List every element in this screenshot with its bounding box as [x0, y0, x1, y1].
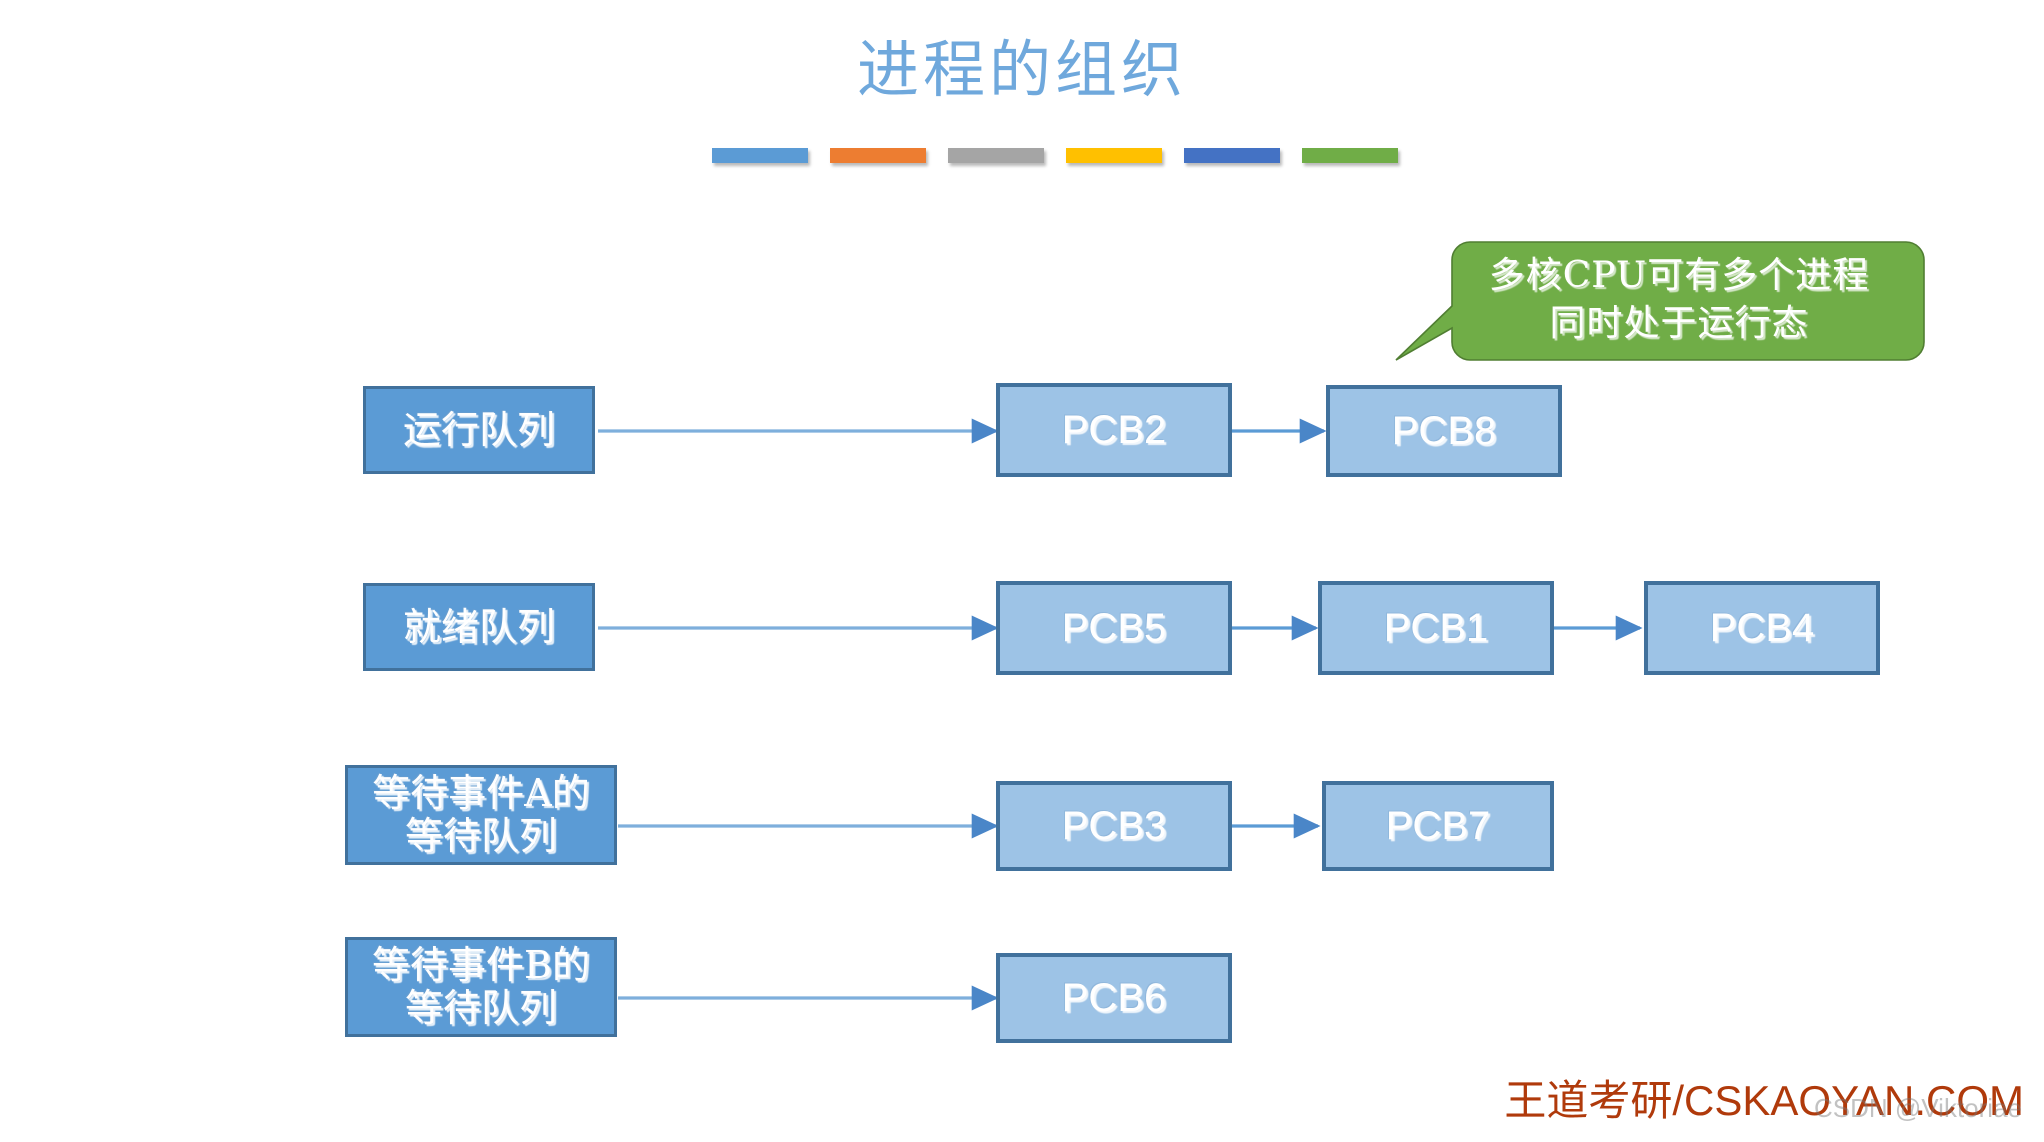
node-pcb4[interactable]: PCB4 — [1644, 581, 1880, 675]
node-label: PCB5 — [1061, 605, 1167, 650]
callout-shape-icon — [1395, 241, 1925, 361]
decor-bar-orange — [830, 148, 926, 163]
node-label: PCB2 — [1061, 407, 1167, 452]
node-running-queue[interactable]: 运行队列 — [363, 386, 595, 474]
node-pcb1[interactable]: PCB1 — [1318, 581, 1554, 675]
node-label: 就绪队列 — [402, 604, 555, 649]
node-label-line1: 等待事件B的 — [372, 943, 590, 988]
node-label: PCB1 — [1383, 605, 1489, 650]
node-waiting-event-a-queue[interactable]: 等待事件A的 等待队列 — [345, 765, 617, 865]
callout-line-1: 多核CPU可有多个进程 — [1488, 255, 1870, 297]
node-pcb6[interactable]: PCB6 — [996, 953, 1232, 1043]
decor-bar-green — [1302, 148, 1398, 163]
node-pcb2[interactable]: PCB2 — [996, 383, 1232, 477]
node-pcb5[interactable]: PCB5 — [996, 581, 1232, 675]
node-label: PCB6 — [1061, 975, 1167, 1020]
node-label: 运行队列 — [402, 407, 555, 452]
node-label-line2: 等待队列 — [404, 814, 557, 858]
callout-bubble: 多核CPU可有多个进程 同时处于运行态 — [1395, 240, 1925, 361]
node-ready-queue[interactable]: 就绪队列 — [363, 583, 595, 671]
node-label: PCB4 — [1709, 605, 1815, 650]
decor-bar-blue — [712, 148, 808, 163]
callout-text: 多核CPU可有多个进程 同时处于运行态 — [1448, 240, 1910, 360]
node-pcb8[interactable]: PCB8 — [1326, 385, 1562, 477]
node-pcb3[interactable]: PCB3 — [996, 781, 1232, 871]
decor-bar-gold — [1066, 148, 1162, 163]
callout-line-2: 同时处于运行态 — [1549, 303, 1809, 344]
node-label-line1: 等待事件A的 — [372, 771, 590, 816]
node-pcb7[interactable]: PCB7 — [1322, 781, 1554, 871]
node-label-line2: 等待队列 — [404, 986, 557, 1030]
node-waiting-event-b-queue[interactable]: 等待事件B的 等待队列 — [345, 937, 617, 1037]
decor-bar-gray — [948, 148, 1044, 163]
node-label: PCB8 — [1391, 408, 1497, 453]
decor-bar-darkblue — [1184, 148, 1280, 163]
node-label: PCB3 — [1061, 803, 1167, 848]
brand-footer: 王道考研/CSKAOYAN.COM — [1504, 1077, 2024, 1124]
node-label: PCB7 — [1385, 803, 1491, 848]
decorative-bar-strip — [712, 148, 1398, 163]
page-title: 进程的组织 — [856, 33, 1187, 106]
